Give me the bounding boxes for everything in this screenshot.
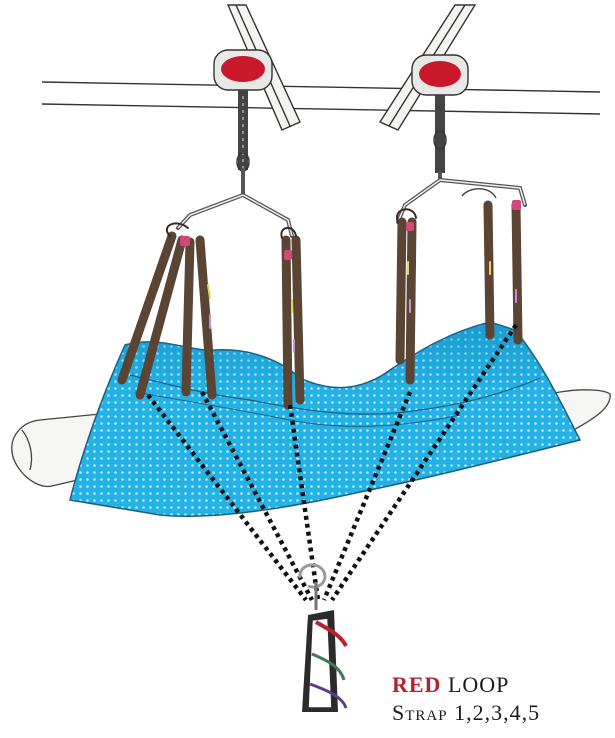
hoist-rail [42,82,600,114]
spreader-bar-hanger-right [398,55,525,222]
loop-strap-detail [300,565,346,712]
red-loop-label: RED LOOP [392,672,509,698]
sling-body [70,322,580,516]
red-word: RED [392,672,441,697]
loop-word: LOOP [448,672,509,697]
strap-numbers-label: Strap 1,2,3,4,5 [392,700,540,726]
